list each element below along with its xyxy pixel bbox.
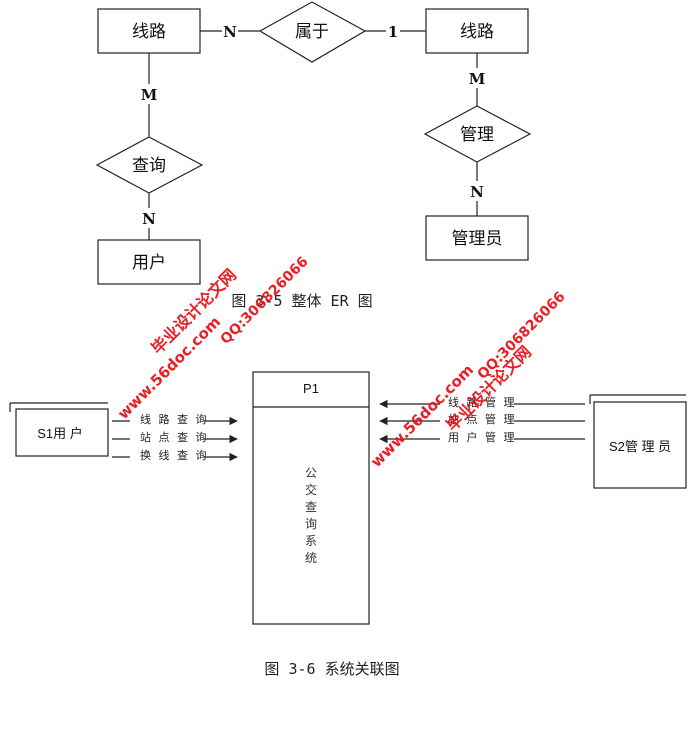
cardinality-1-top: 1 — [388, 23, 398, 41]
process-name-char: 系 — [305, 534, 317, 548]
svg-text:换 线 查 询: 换 线 查 询 — [140, 448, 209, 462]
flow-admin-label-2: 站 点 管 理 — [440, 411, 517, 426]
cardinality-n-right: N — [470, 183, 484, 201]
process-name-char: 查 — [305, 500, 317, 514]
relation-query: 查询 — [95, 136, 204, 194]
flow-admin-label-3: 用 户 管 理 — [440, 429, 517, 444]
svg-text:线 路 管 理: 线 路 管 理 — [448, 395, 517, 409]
flow-admin-label-1: 线 路 管 理 — [440, 394, 517, 409]
process-name-char: 公 — [305, 466, 317, 480]
entity-route-left: 线路 — [97, 8, 201, 54]
svg-text:站 点 查 询: 站 点 查 询 — [140, 430, 209, 444]
er-diagram: 线路 属于 线路 查询 用户 管理 管理员 — [95, 1, 532, 285]
entity-route-right-label: 线路 — [460, 22, 494, 42]
cardinality-n-top: N — [223, 23, 237, 41]
svg-text:用 户 管 理: 用 户 管 理 — [448, 430, 517, 444]
cardinality-m-right: M — [469, 70, 486, 88]
flow-user-label-2: 站 点 查 询 — [130, 429, 209, 444]
entity-s1-user: S1用 户 — [9, 402, 109, 457]
svg-text:站 点 管 理: 站 点 管 理 — [448, 412, 517, 426]
entity-s2-admin: S2管 理 员 — [589, 394, 687, 489]
svg-text:线 路 查 询: 线 路 查 询 — [140, 412, 209, 426]
relation-belongs: 属于 — [258, 1, 367, 63]
flow-user-label-3: 换 线 查 询 — [130, 447, 209, 462]
relation-manage-label: 管理 — [460, 125, 494, 145]
caption-figure-3-6: 图 3-6 系统关联图 — [264, 660, 399, 678]
entity-user-label: 用户 — [132, 253, 166, 273]
relation-query-label: 查询 — [132, 156, 166, 176]
process-name-char: 交 — [305, 482, 317, 497]
process-p1-id: P1 — [303, 381, 319, 396]
entity-route-left-label: 线路 — [132, 22, 166, 42]
process-name-char: 询 — [305, 517, 317, 531]
relation-manage: 管理 — [423, 105, 532, 163]
entity-admin: 管理员 — [425, 215, 529, 261]
cardinality-m-left: M — [141, 86, 158, 104]
entity-s2-admin-label: S2管 理 员 — [609, 439, 671, 454]
caption-figure-3-5: 图 3-5 整体 ER 图 — [231, 292, 372, 310]
entity-route-right: 线路 — [425, 8, 529, 54]
entity-user: 用户 — [97, 239, 201, 285]
cardinality-n-left: N — [142, 210, 156, 228]
entity-admin-label: 管理员 — [452, 229, 503, 249]
relation-belongs-label: 属于 — [295, 22, 329, 42]
entity-s1-user-label: S1用 户 — [37, 426, 83, 441]
process-name-char: 统 — [305, 551, 317, 565]
flow-user-label-1: 线 路 查 询 — [130, 411, 209, 426]
